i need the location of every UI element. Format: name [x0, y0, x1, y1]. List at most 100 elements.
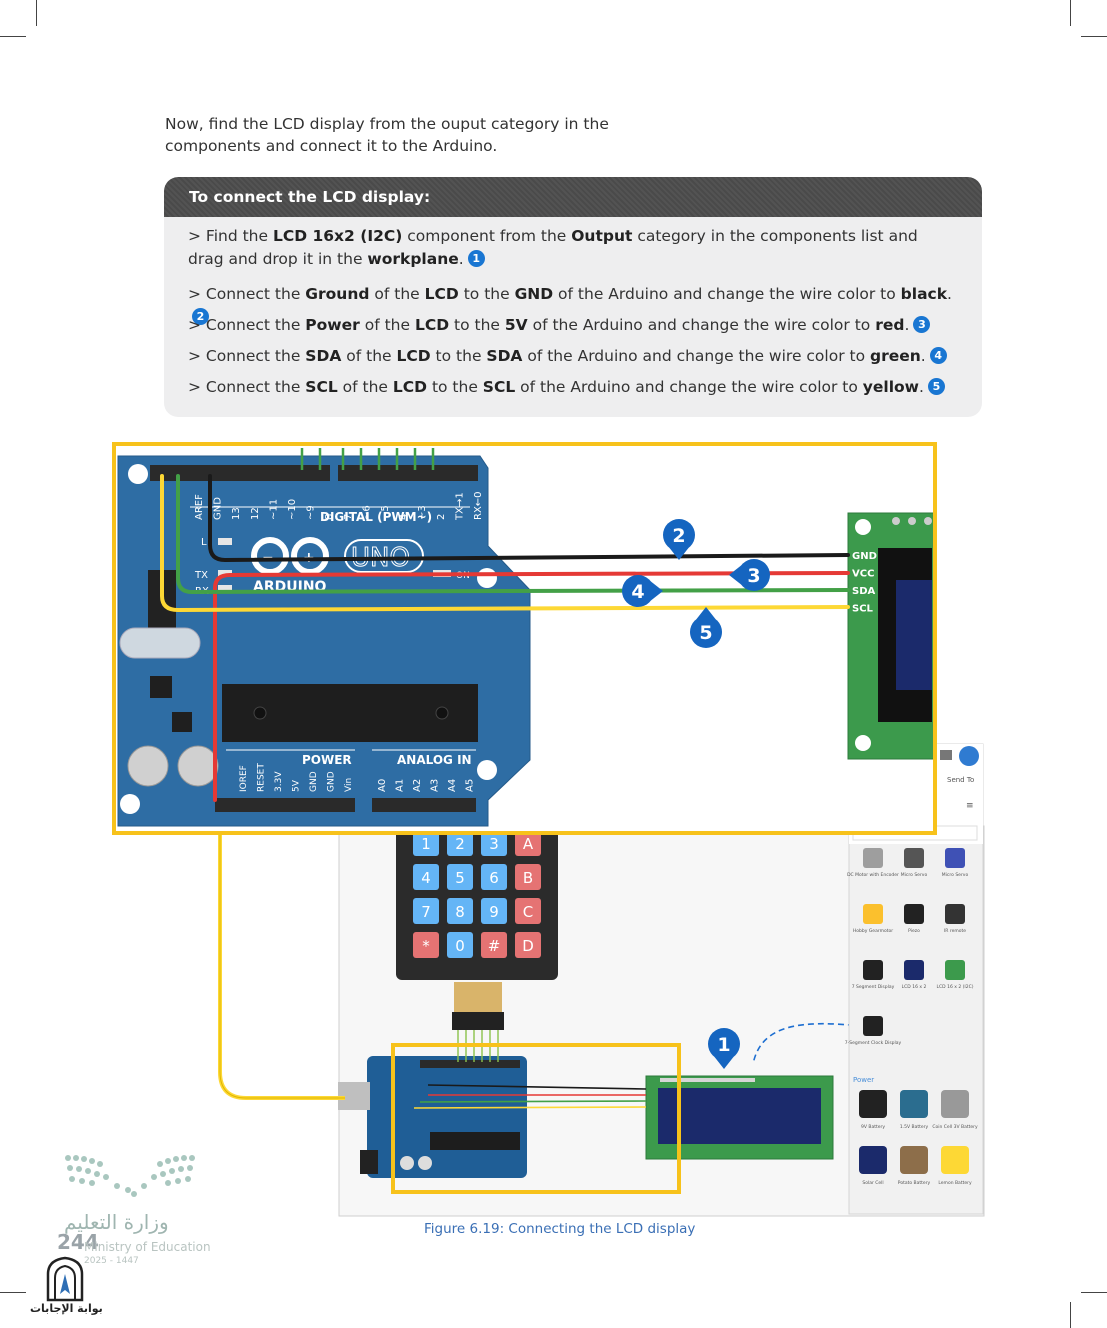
- component-label: LCD 16 x 2: [902, 984, 927, 990]
- step-text: to the: [449, 316, 505, 334]
- header-green-stubs: [300, 448, 435, 470]
- digital-pin-label: ~6: [361, 505, 372, 520]
- step-keyword: green: [869, 347, 921, 365]
- step-item: > Connect the Ground of the LCD to the G…: [188, 283, 958, 329]
- power-component-thumbnail[interactable]: [941, 1090, 969, 1118]
- step-text: > Connect the: [188, 378, 306, 396]
- component-thumbnail[interactable]: [863, 904, 883, 924]
- keypad-key-label: B: [523, 869, 533, 887]
- panel-menu-icon[interactable]: [940, 750, 952, 760]
- power-component-label: Coin Cell 3V Battery: [932, 1124, 978, 1130]
- keypad-key: [515, 830, 541, 856]
- power-component-label: Potato Battery: [898, 1180, 931, 1186]
- step-keyword: Power: [305, 316, 360, 334]
- reset-button: [119, 627, 201, 659]
- lcd-pin-label: VCC: [852, 569, 874, 580]
- keypad-key-label: 9: [489, 903, 499, 921]
- instruction-box-header: To connect the LCD display:: [164, 177, 982, 217]
- step-keyword: SCL: [482, 378, 516, 396]
- keypad-key: [413, 830, 439, 856]
- callout-number: 1: [717, 1034, 730, 1056]
- callout-marker: 4: [622, 575, 663, 607]
- portal-name: بوابة الإجابات: [30, 1302, 103, 1315]
- step-text: .: [904, 316, 910, 334]
- step-keyword: black: [900, 285, 948, 303]
- keypad-key: [515, 932, 541, 958]
- user-avatar[interactable]: [959, 746, 979, 766]
- keypad-ribbon: [454, 982, 502, 1012]
- callout-number: 2: [672, 525, 685, 547]
- component-thumbnail[interactable]: [863, 960, 883, 980]
- component-thumbnail[interactable]: [945, 848, 965, 868]
- vcc-wire: [213, 571, 850, 802]
- power-component-label: Lemon Battery: [938, 1180, 972, 1186]
- page-number: 244: [57, 1230, 99, 1254]
- callout-number: 4: [631, 581, 644, 603]
- crop-mark: [1081, 1292, 1107, 1293]
- step-keyword: LCD: [392, 378, 428, 396]
- send-to-label[interactable]: Send To: [947, 776, 974, 784]
- digital-pin-label: ~3: [417, 505, 428, 520]
- keypad-key: [447, 898, 473, 924]
- ministry-logo-icon: [65, 1155, 195, 1197]
- step-text: of the Arduino and change the wire color…: [522, 347, 870, 365]
- keypad-key-label: 0: [455, 937, 465, 955]
- step-text: of the: [369, 285, 425, 303]
- digital-header-left: [150, 465, 330, 481]
- uno-badge: [344, 539, 424, 573]
- power-component-thumbnail[interactable]: [859, 1090, 887, 1118]
- keypad-key: [413, 932, 439, 958]
- instruction-box-title: To connect the LCD display:: [189, 188, 431, 206]
- keypad-key-label: 4: [421, 869, 431, 887]
- ministry-year: 2025 - 1447: [84, 1256, 139, 1266]
- keypad-key-label: 2: [455, 835, 465, 853]
- component-thumbnail[interactable]: [863, 1016, 883, 1036]
- step-keyword: SDA: [305, 347, 342, 365]
- component-label: Micro Servo: [901, 872, 928, 878]
- component-thumbnail[interactable]: [904, 960, 924, 980]
- step-item: > Connect the SCL of the LCD to the SCL …: [188, 376, 958, 399]
- power-header: [215, 798, 355, 812]
- component-thumbnail[interactable]: [904, 904, 924, 924]
- mount-hole: [477, 760, 497, 780]
- keypad-key: [447, 932, 473, 958]
- step-keyword: GND: [514, 285, 554, 303]
- component-thumbnail[interactable]: [863, 848, 883, 868]
- callout-marker: 3: [729, 559, 770, 591]
- keypad-key: [447, 830, 473, 856]
- component-thumbnail[interactable]: [904, 848, 924, 868]
- step-item: > Find the LCD 16x2 (I2C) component from…: [188, 225, 958, 271]
- power-component-thumbnail[interactable]: [900, 1146, 928, 1174]
- portal-logo-icon: [46, 1256, 84, 1302]
- list-icon[interactable]: ≡: [966, 801, 974, 811]
- callout-marker: 1: [708, 1028, 740, 1069]
- component-label: DC Motor with Encoder: [847, 872, 899, 878]
- lcd-pin-label: SCL: [852, 604, 874, 615]
- power-category-label: Power: [853, 1076, 874, 1084]
- lcd-pin-label: SDA: [852, 586, 876, 597]
- step-text: component from the: [402, 227, 572, 245]
- step-number-badge: 3: [913, 316, 931, 333]
- component-thumbnail[interactable]: [945, 904, 965, 924]
- zoom-highlight-frame: [112, 442, 937, 835]
- power-pin-label: RESET: [257, 763, 267, 792]
- power-pin-label: GND: [327, 771, 337, 792]
- step-text: .: [920, 347, 926, 365]
- step-keyword: SCL: [305, 378, 338, 396]
- keypad-key-label: *: [422, 937, 430, 955]
- power-component-thumbnail[interactable]: [941, 1146, 969, 1174]
- power-component-thumbnail[interactable]: [900, 1090, 928, 1118]
- step-number-badge: 1: [467, 250, 485, 267]
- callout-marker: 2: [663, 519, 695, 560]
- power-component-label: 9V Battery: [861, 1124, 885, 1130]
- sda-wire: [176, 474, 850, 595]
- step-keyword: LCD: [424, 285, 459, 303]
- step-text: > Connect the: [188, 285, 306, 303]
- crop-mark: [0, 1292, 26, 1293]
- power-component-thumbnail[interactable]: [859, 1146, 887, 1174]
- keypad-key-label: A: [523, 835, 534, 853]
- analog-pin-label: A3: [430, 779, 441, 792]
- component-thumbnail[interactable]: [945, 960, 965, 980]
